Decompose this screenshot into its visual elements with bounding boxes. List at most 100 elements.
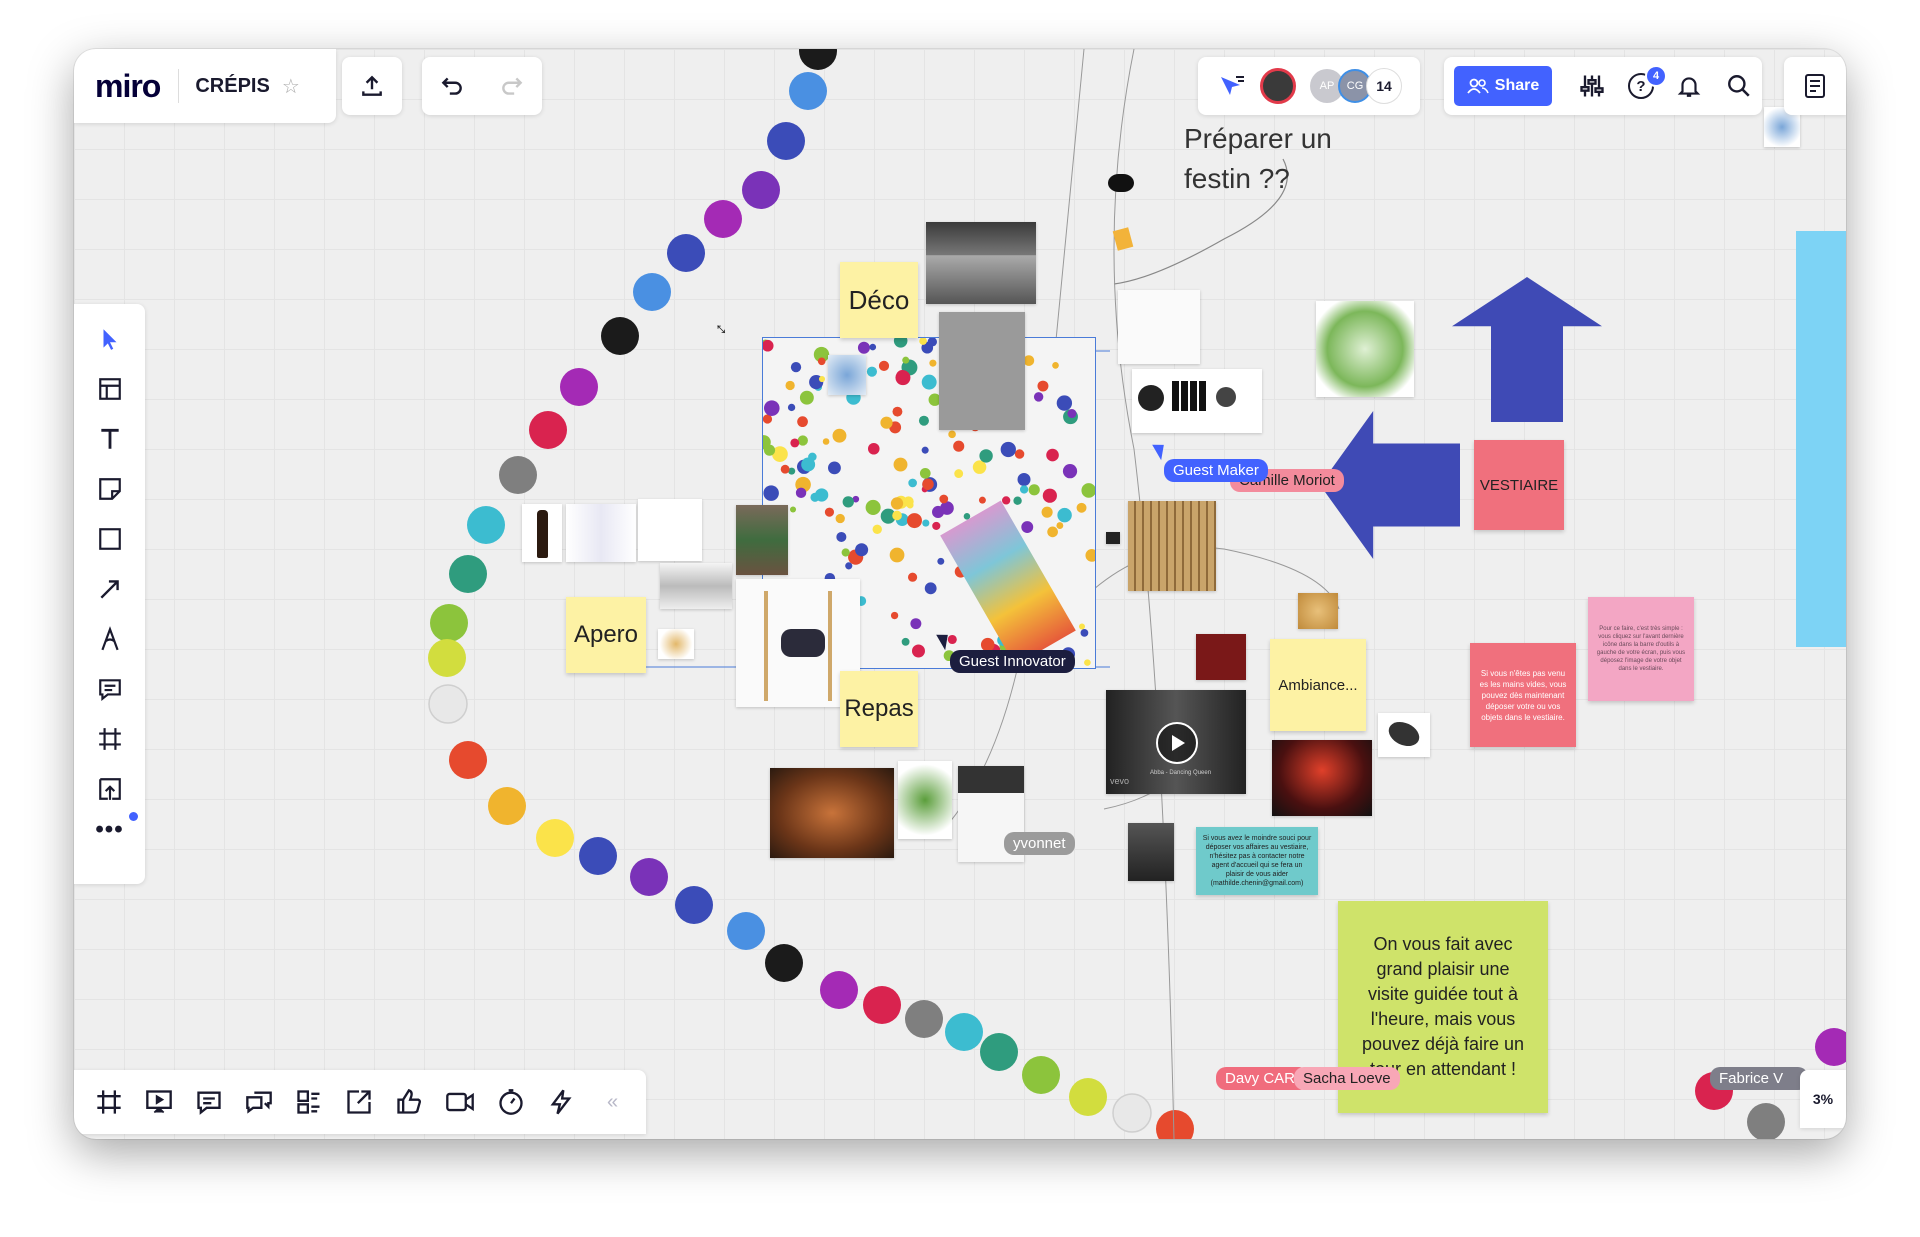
share-button[interactable]: Share <box>1454 66 1552 106</box>
arc-dot[interactable] <box>467 506 505 544</box>
photo-party-poppers[interactable] <box>638 499 702 561</box>
arc-dot[interactable] <box>560 368 598 406</box>
arc-dot[interactable] <box>727 912 765 950</box>
settings-sliders-icon[interactable] <box>1578 72 1606 100</box>
connector-arrow-icon[interactable] <box>97 576 123 602</box>
arc-dot[interactable] <box>428 684 468 724</box>
photo-flower-bouquet[interactable] <box>828 355 866 395</box>
arc-dot[interactable] <box>667 234 705 272</box>
video-thumbnail[interactable]: Abba - Dancing Queen vevo <box>1106 690 1246 794</box>
video-call-icon[interactable] <box>445 1088 475 1116</box>
select-pointer-icon[interactable] <box>97 326 123 352</box>
upload-icon[interactable] <box>359 73 385 99</box>
arc-dot[interactable] <box>1815 1028 1846 1066</box>
sticky-apero[interactable]: Apero <box>566 597 646 673</box>
blue-side-panel[interactable] <box>1796 231 1846 647</box>
photo-glasses[interactable] <box>566 504 636 562</box>
collaborator-count[interactable]: 14 <box>1366 68 1402 104</box>
arc-dot[interactable] <box>905 1000 943 1038</box>
lightning-icon[interactable] <box>547 1088 575 1116</box>
board-heading[interactable]: Préparer un festin ?? <box>1184 123 1332 194</box>
photo-wine-bottle[interactable] <box>522 504 562 562</box>
sticky-teal-note[interactable]: Si vous avez le moindre souci pour dépos… <box>1196 827 1318 895</box>
arc-dot[interactable] <box>1747 1103 1785 1139</box>
cursor-toggle-icon[interactable] <box>1218 73 1246 99</box>
redo-icon[interactable] <box>499 73 525 99</box>
share-screen-icon[interactable] <box>345 1088 373 1116</box>
arc-dot[interactable] <box>488 787 526 825</box>
comments-icon[interactable] <box>195 1088 223 1116</box>
sticky-pink-note[interactable]: Si vous n'êtes pas venu es les mains vid… <box>1470 643 1576 747</box>
arc-dot[interactable] <box>767 122 805 160</box>
frames-icon[interactable] <box>95 1088 123 1116</box>
photo-small-object[interactable] <box>1106 532 1120 544</box>
lips-icon[interactable] <box>1108 174 1134 192</box>
arc-dot[interactable] <box>945 1013 983 1051</box>
photo-concert-stage[interactable] <box>1272 740 1372 816</box>
arc-dot[interactable] <box>579 837 617 875</box>
photo-mint-cocktail[interactable] <box>1316 301 1414 397</box>
arc-dot[interactable] <box>789 72 827 110</box>
photo-tool-kit[interactable] <box>1132 369 1262 433</box>
arc-dot[interactable] <box>430 604 468 642</box>
arc-dot[interactable] <box>428 639 466 677</box>
photo-roast-turkey[interactable] <box>770 768 894 858</box>
sticky-repas[interactable]: Repas <box>840 671 918 747</box>
star-icon[interactable]: ☆ <box>281 75 300 98</box>
arc-dot[interactable] <box>529 411 567 449</box>
photo-peanuts[interactable] <box>658 629 694 659</box>
photo-black-cat[interactable] <box>1128 823 1174 881</box>
arc-dot[interactable] <box>675 886 713 924</box>
photo-boombox[interactable] <box>660 563 732 609</box>
collapse-toolbar-icon[interactable]: « <box>607 1090 619 1113</box>
text-tool-icon[interactable] <box>97 426 123 452</box>
bell-icon[interactable] <box>1676 73 1702 99</box>
arc-dot[interactable] <box>499 456 537 494</box>
arc-dot[interactable] <box>449 741 487 779</box>
templates-icon[interactable] <box>97 376 123 402</box>
pen-icon[interactable] <box>97 626 123 652</box>
notes-list-icon[interactable] <box>1803 73 1827 99</box>
photo-sound-desk[interactable] <box>1128 501 1216 591</box>
arc-dot[interactable] <box>799 49 837 70</box>
cards-icon[interactable] <box>295 1088 323 1116</box>
shape-rectangle-icon[interactable] <box>97 526 123 552</box>
board-title[interactable]: CRÉPIS <box>195 74 270 97</box>
photo-green-beans[interactable] <box>898 761 952 839</box>
arc-dot[interactable] <box>765 944 803 982</box>
thumbs-up-icon[interactable] <box>395 1088 423 1116</box>
arc-dot[interactable] <box>536 819 574 857</box>
arc-dot[interactable] <box>1022 1056 1060 1094</box>
photo-red-book[interactable] <box>1196 634 1246 680</box>
photo-limbo-dancer[interactable] <box>736 579 860 707</box>
sticky-ambiance[interactable]: Ambiance... <box>1270 639 1366 731</box>
photo-window-hall[interactable] <box>926 222 1036 304</box>
photo-christmas-tree[interactable] <box>736 505 788 575</box>
photo-twister-mat[interactable] <box>1118 290 1200 364</box>
arc-dot[interactable] <box>1112 1093 1152 1133</box>
sticky-vestiaire[interactable]: VESTIAIRE <box>1474 440 1564 530</box>
arc-dot[interactable] <box>633 273 671 311</box>
sticky-deco[interactable]: Déco <box>840 262 918 338</box>
arc-dot[interactable] <box>601 317 639 355</box>
photo-cheese-board[interactable] <box>1298 593 1338 629</box>
sticky-pink-note-right[interactable]: Pour ce faire, c'est très simple : vous … <box>1588 597 1694 701</box>
upload-file-icon[interactable] <box>97 776 123 802</box>
timer-icon[interactable] <box>497 1088 525 1116</box>
zoom-level[interactable]: 3% <box>1812 1091 1834 1107</box>
play-icon[interactable] <box>1156 722 1198 764</box>
arc-dot[interactable] <box>1156 1110 1194 1139</box>
arc-dot[interactable] <box>449 555 487 593</box>
miro-logo[interactable]: miro <box>95 67 161 104</box>
comment-icon[interactable] <box>97 676 123 702</box>
undo-icon[interactable] <box>439 73 465 99</box>
arc-dot[interactable] <box>742 171 780 209</box>
more-tools-icon[interactable]: ••• <box>95 812 138 844</box>
frame-icon[interactable] <box>97 726 123 752</box>
photo-mouse[interactable] <box>1378 713 1430 757</box>
arc-dot[interactable] <box>820 971 858 1009</box>
arc-dot[interactable] <box>1069 1078 1107 1116</box>
search-icon[interactable] <box>1726 73 1752 99</box>
arc-dot[interactable] <box>704 200 742 238</box>
arc-dot[interactable] <box>980 1033 1018 1071</box>
